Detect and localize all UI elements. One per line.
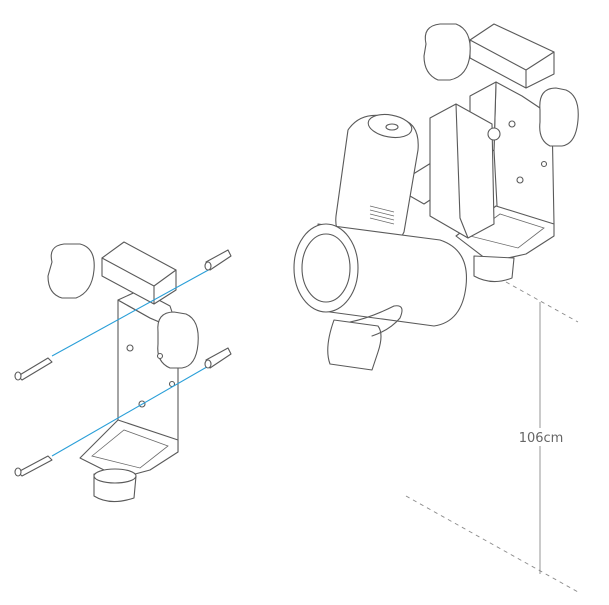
- height-dimension: 106cm: [405, 281, 579, 593]
- wall-bracket-exploded: [47, 241, 199, 503]
- dryer-nozzle-attachment: [327, 319, 382, 371]
- mounted-top-clamp: [469, 23, 555, 89]
- screw-hole-upper: [126, 344, 134, 352]
- side-knob: [157, 311, 199, 369]
- upper-knob: [47, 243, 95, 299]
- bracket-top-clamp: [101, 241, 177, 305]
- dryer-rear-block: [429, 103, 495, 239]
- screw-hole-side-upper: [156, 352, 164, 360]
- mounted-side-knob: [539, 87, 579, 147]
- cradle-slot: [91, 429, 169, 469]
- mounted-assembly: [293, 23, 579, 371]
- dryer-head-inner-ring: [301, 233, 351, 303]
- dimension-label-bg: [518, 428, 564, 446]
- handle-grille: [369, 205, 395, 225]
- guide-line-lower: [51, 363, 213, 457]
- screws: [14, 357, 53, 477]
- mounted-clamp-edges: [469, 39, 555, 89]
- screw-upper: [14, 357, 53, 381]
- wall-anchors: [204, 249, 232, 369]
- screw-lower: [14, 455, 53, 477]
- alignment-guides: [51, 267, 213, 457]
- mounted-upper-knob: [423, 23, 471, 81]
- mounted-hole-1: [508, 120, 516, 128]
- dimension-height-label: 106cm: [519, 431, 564, 446]
- guide-line-upper: [51, 267, 213, 357]
- dimension-ref-lower: [405, 495, 579, 593]
- anchor-upper: [204, 249, 232, 271]
- handle-top-vent: [385, 123, 399, 131]
- anchor-lower: [204, 347, 232, 369]
- mounted-hole-2: [516, 176, 524, 184]
- mounted-base-nozzle: [473, 255, 515, 283]
- nozzle-clip: [349, 305, 403, 337]
- mounted-hole-3: [540, 160, 548, 168]
- dryer-button: [487, 127, 501, 141]
- clamp-edges: [101, 257, 177, 305]
- nozzle-rim: [93, 468, 137, 484]
- dimension-ref-upper: [505, 281, 579, 323]
- rear-block-edge: [455, 103, 469, 239]
